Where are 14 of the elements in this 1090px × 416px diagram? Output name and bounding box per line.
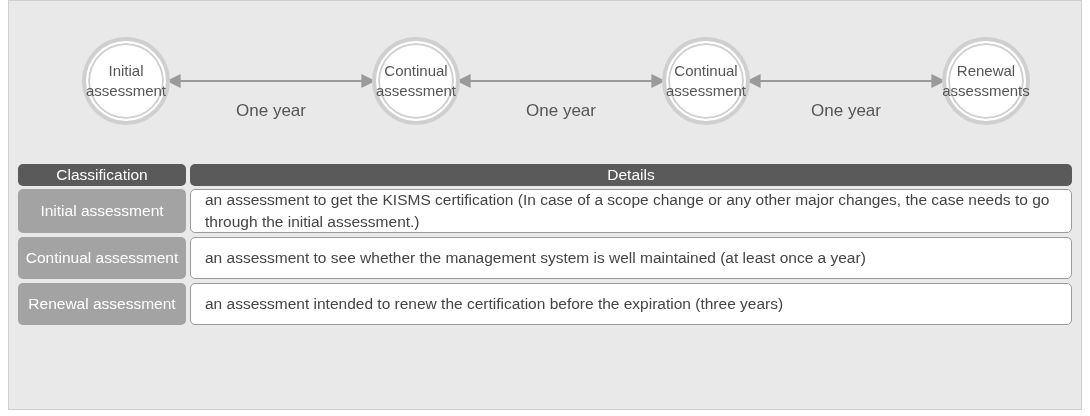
table-header-cell: Classification <box>18 164 186 186</box>
table-cell: Continual assessment <box>18 237 186 279</box>
edge-label: One year <box>526 101 596 121</box>
table-header-cell: Details <box>190 164 1072 186</box>
table-cell: Initial assessment <box>18 189 186 233</box>
edge-label: One year <box>811 101 881 121</box>
table-cell: an assessment to get the KISMS certification (In case of a scope change or any other major changes, the case needs to go through the initial assessment.) <box>190 189 1072 233</box>
assessment-circle: Continual assessment <box>376 41 456 121</box>
edge-label: One year <box>236 101 306 121</box>
assessment-circle: Continual assessment <box>666 41 746 121</box>
table-cell: an assessment intended to renew the certification before the expiration (three years) <box>190 283 1072 325</box>
table-cell: Renewal assessment <box>18 283 186 325</box>
table-cell: an assessment to see whether the management system is well maintained (at least once a year) <box>190 237 1072 279</box>
assessment-circle: Initial assessment <box>86 41 166 121</box>
